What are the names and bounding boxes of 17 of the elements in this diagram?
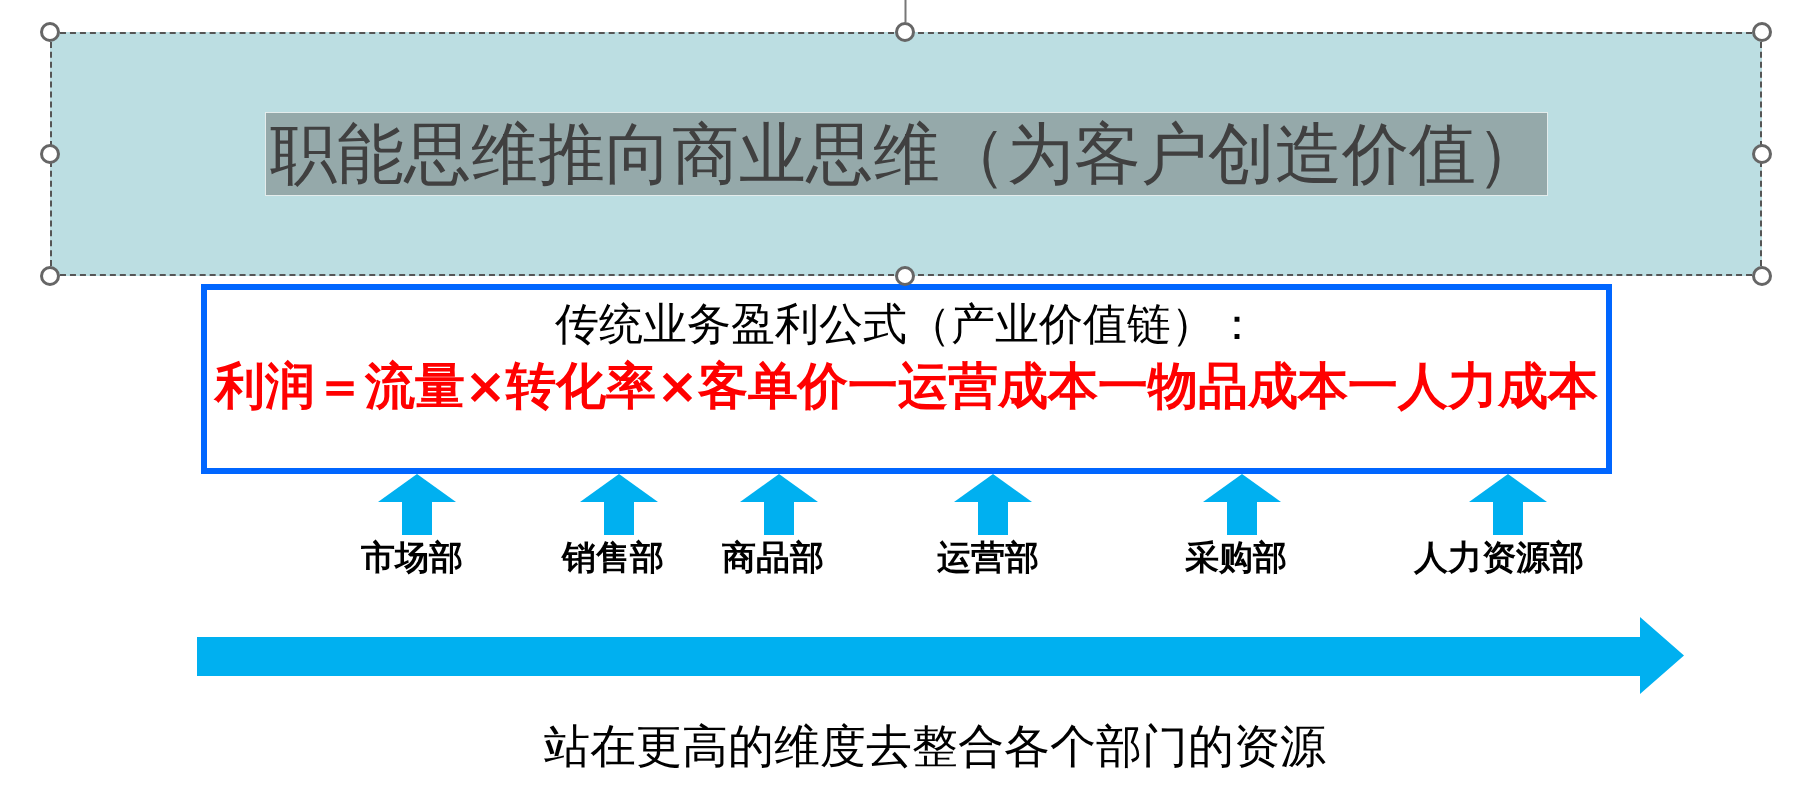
department-label: 人力资源部 — [1414, 535, 1584, 579]
profit-formula: 利润＝流量×转化率×客单价一运营成本一物品成本一人力成本 — [214, 356, 1599, 417]
block-arrow — [378, 474, 456, 535]
block-arrow — [740, 474, 818, 535]
block-arrow — [580, 474, 658, 535]
block-arrow — [954, 474, 1032, 535]
department-label: 运营部 — [937, 535, 1039, 579]
department-label: 采购部 — [1185, 535, 1287, 579]
formula-box — [201, 284, 1612, 474]
department-label: 商品部 — [722, 535, 824, 579]
heading-text: 职能思维推向商业思维（为客户创造价值） — [264, 112, 1548, 196]
caption: 站在更高的维度去整合各个部门的资源 — [544, 718, 1326, 774]
block-arrow — [1469, 474, 1547, 535]
formula-heading: 传统业务盈利公式（产业价值链）： — [554, 297, 1259, 351]
department-label: 销售部 — [562, 535, 664, 579]
block-arrow — [1203, 474, 1281, 535]
department-label: 市场部 — [361, 535, 463, 579]
